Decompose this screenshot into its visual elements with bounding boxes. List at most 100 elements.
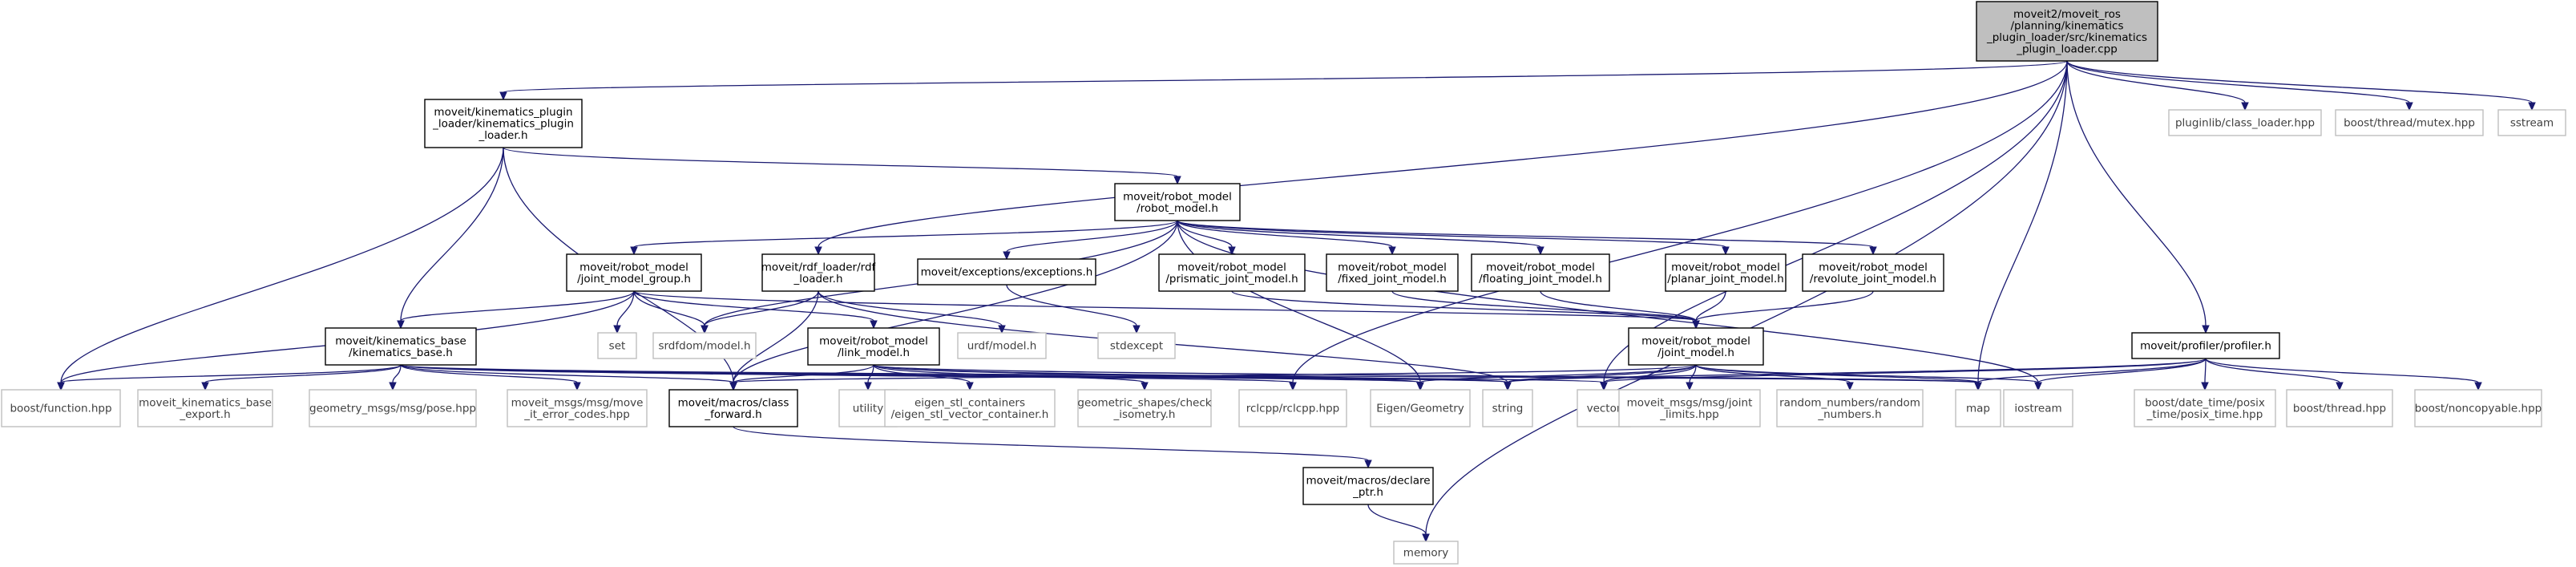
node-label: _forward.h [704, 408, 761, 421]
node-label: /floating_joint_model.h [1479, 273, 1602, 286]
edge-arrowhead [397, 320, 405, 330]
node-label: iostream [2014, 403, 2061, 415]
edge-line [1177, 220, 1421, 383]
node-box [1955, 389, 2001, 427]
edge-line [704, 290, 819, 326]
node-box [761, 253, 875, 292]
edge-line [867, 364, 874, 383]
edge-arrowhead [201, 382, 209, 391]
node-kpl[interactable]: moveit/kinematics_plugin_loader/kinemati… [424, 99, 583, 148]
node-rdf[interactable]: moveit/rdf_loader/rdf_loader.h [761, 253, 877, 292]
edge-arrowhead [2474, 382, 2482, 391]
node-jmg[interactable]: moveit/robot_model/joint_model_group.h [566, 253, 702, 292]
edge-arrowhead [1692, 320, 1700, 330]
edge-arrowhead [573, 382, 581, 391]
edge-rdf-to-srdfdom [701, 290, 819, 334]
node-revolute[interactable]: moveit/robot_model/revolute_joint_model.… [1802, 253, 1944, 292]
node-profiler[interactable]: moveit/profiler/profiler.h [2131, 332, 2280, 359]
node-eigen-stl: eigen_stl_containers/eigen_stl_vector_co… [884, 389, 1056, 427]
edge-class_forward-to-declare_ptr [733, 426, 1372, 469]
node-link-model[interactable]: moveit/robot_model/link_model.h [807, 327, 940, 366]
node-box [2286, 389, 2393, 427]
edge-robot_model-to-exceptions [1003, 220, 1178, 261]
edge-kbase-to-kb_export [201, 364, 402, 391]
node-iostream: iostream [2003, 389, 2073, 427]
edge-line [1177, 220, 1393, 248]
edge-arrowhead [1600, 382, 1608, 391]
node-prismatic[interactable]: moveit/robot_model/prismatic_joint_model… [1158, 253, 1306, 292]
node-floating[interactable]: moveit/robot_model/floating_joint_model.… [1471, 253, 1610, 292]
node-root[interactable]: moveit2/moveit_ros/planning/kinematics_p… [1976, 1, 2158, 62]
edge-line [1425, 60, 2068, 535]
edge-line [733, 426, 1369, 461]
node-box [1628, 327, 1764, 366]
node-stdexcept: stdexcept [1097, 332, 1176, 359]
node-label: moveit/robot_model [1177, 261, 1286, 273]
node-box [2168, 109, 2322, 136]
edge-line [2204, 358, 2207, 383]
node-box [1097, 332, 1176, 359]
node-box [1618, 389, 1761, 427]
edge-line [733, 364, 1697, 383]
node-box [2003, 389, 2073, 427]
node-box [1077, 389, 1212, 427]
node-label: /planning/kinematics [2010, 19, 2123, 32]
node-label: /eigen_stl_vector_container.h [891, 408, 1049, 421]
node-label: moveit/robot_model [1641, 334, 1750, 347]
node-label: _plugin_loader/src/kinematics [1986, 31, 2147, 44]
node-exceptions[interactable]: moveit/exceptions/exceptions.h [917, 258, 1096, 286]
node-class-forward[interactable]: moveit/macros/class_forward.h [668, 389, 798, 427]
edge-kpl-to-kbase [397, 147, 504, 330]
node-label: moveit/robot_model [1819, 261, 1928, 273]
node-bfunction: boost/function.hpp [1, 389, 121, 427]
node-fixed[interactable]: moveit/robot_model/fixed_joint_model.h [1326, 253, 1459, 292]
edge-line [2066, 60, 2533, 103]
edge-line [204, 364, 402, 383]
node-declare-ptr[interactable]: moveit/macros/declare_ptr.h [1302, 467, 1434, 505]
node-rclcpp: rclcpp/rclcpp.hpp [1238, 389, 1347, 427]
node-box [2131, 332, 2280, 359]
edge-arrowhead [1504, 382, 1512, 391]
node-label: _numbers.h [1817, 408, 1881, 421]
edge-arrowhead [1003, 251, 1011, 261]
node-label: urdf/model.h [967, 340, 1037, 353]
node-label: eigen_stl_containers [915, 396, 1025, 409]
node-label: boost/noncopyable.hpp [2415, 403, 2542, 415]
edge-arrowhead [864, 382, 872, 391]
edge-line [1603, 358, 2207, 383]
node-label: _time/posix_time.hpp [2146, 408, 2263, 421]
node-robot-model[interactable]: moveit/robot_model/robot_model.h [1114, 183, 1241, 221]
node-string: string [1482, 389, 1533, 427]
edge-arrowhead [814, 246, 822, 256]
edge-robot_model-to-prismatic [1177, 220, 1236, 256]
edge-jmg-to-kbase [397, 290, 635, 330]
node-label: _loader.h [478, 129, 527, 142]
node-box [2134, 389, 2276, 427]
node-eigen-geom: Eigen/Geometry [1370, 389, 1471, 427]
edge-link_model-to-geom_shapes [873, 364, 1149, 391]
node-joint-model[interactable]: moveit/robot_model/joint_model.h [1628, 327, 1764, 366]
node-box [424, 99, 583, 148]
node-label: map [1966, 403, 1990, 415]
node-box [1326, 253, 1459, 292]
node-label: moveit/exceptions/exceptions.h [921, 266, 1093, 279]
node-label: _plugin_loader.cpp [2016, 43, 2118, 55]
node-label: /kinematics_base.h [349, 346, 453, 359]
edge-arrowhead [2528, 102, 2536, 111]
node-noncopyable: boost/noncopyable.hpp [2414, 389, 2542, 427]
edge-jmg-to-joint_model [633, 290, 1700, 330]
edge-line [1292, 60, 2068, 383]
node-label: _it_error_codes.hpp [523, 408, 630, 421]
edge-profiler-to-posix_time [2201, 358, 2209, 391]
edge-root-to-map [1974, 60, 2068, 391]
edge-arrowhead [499, 91, 507, 101]
node-label: sstream [2510, 117, 2554, 130]
node-box [1482, 389, 1533, 427]
node-planar[interactable]: moveit/robot_model/planar_joint_model.h [1665, 253, 1787, 292]
node-label: moveit/macros/declare [1306, 474, 1430, 487]
node-box [1776, 389, 1924, 427]
node-kbase[interactable]: moveit/kinematics_base/kinematics_base.h [325, 327, 477, 366]
node-label: moveit/robot_model [1338, 261, 1447, 273]
